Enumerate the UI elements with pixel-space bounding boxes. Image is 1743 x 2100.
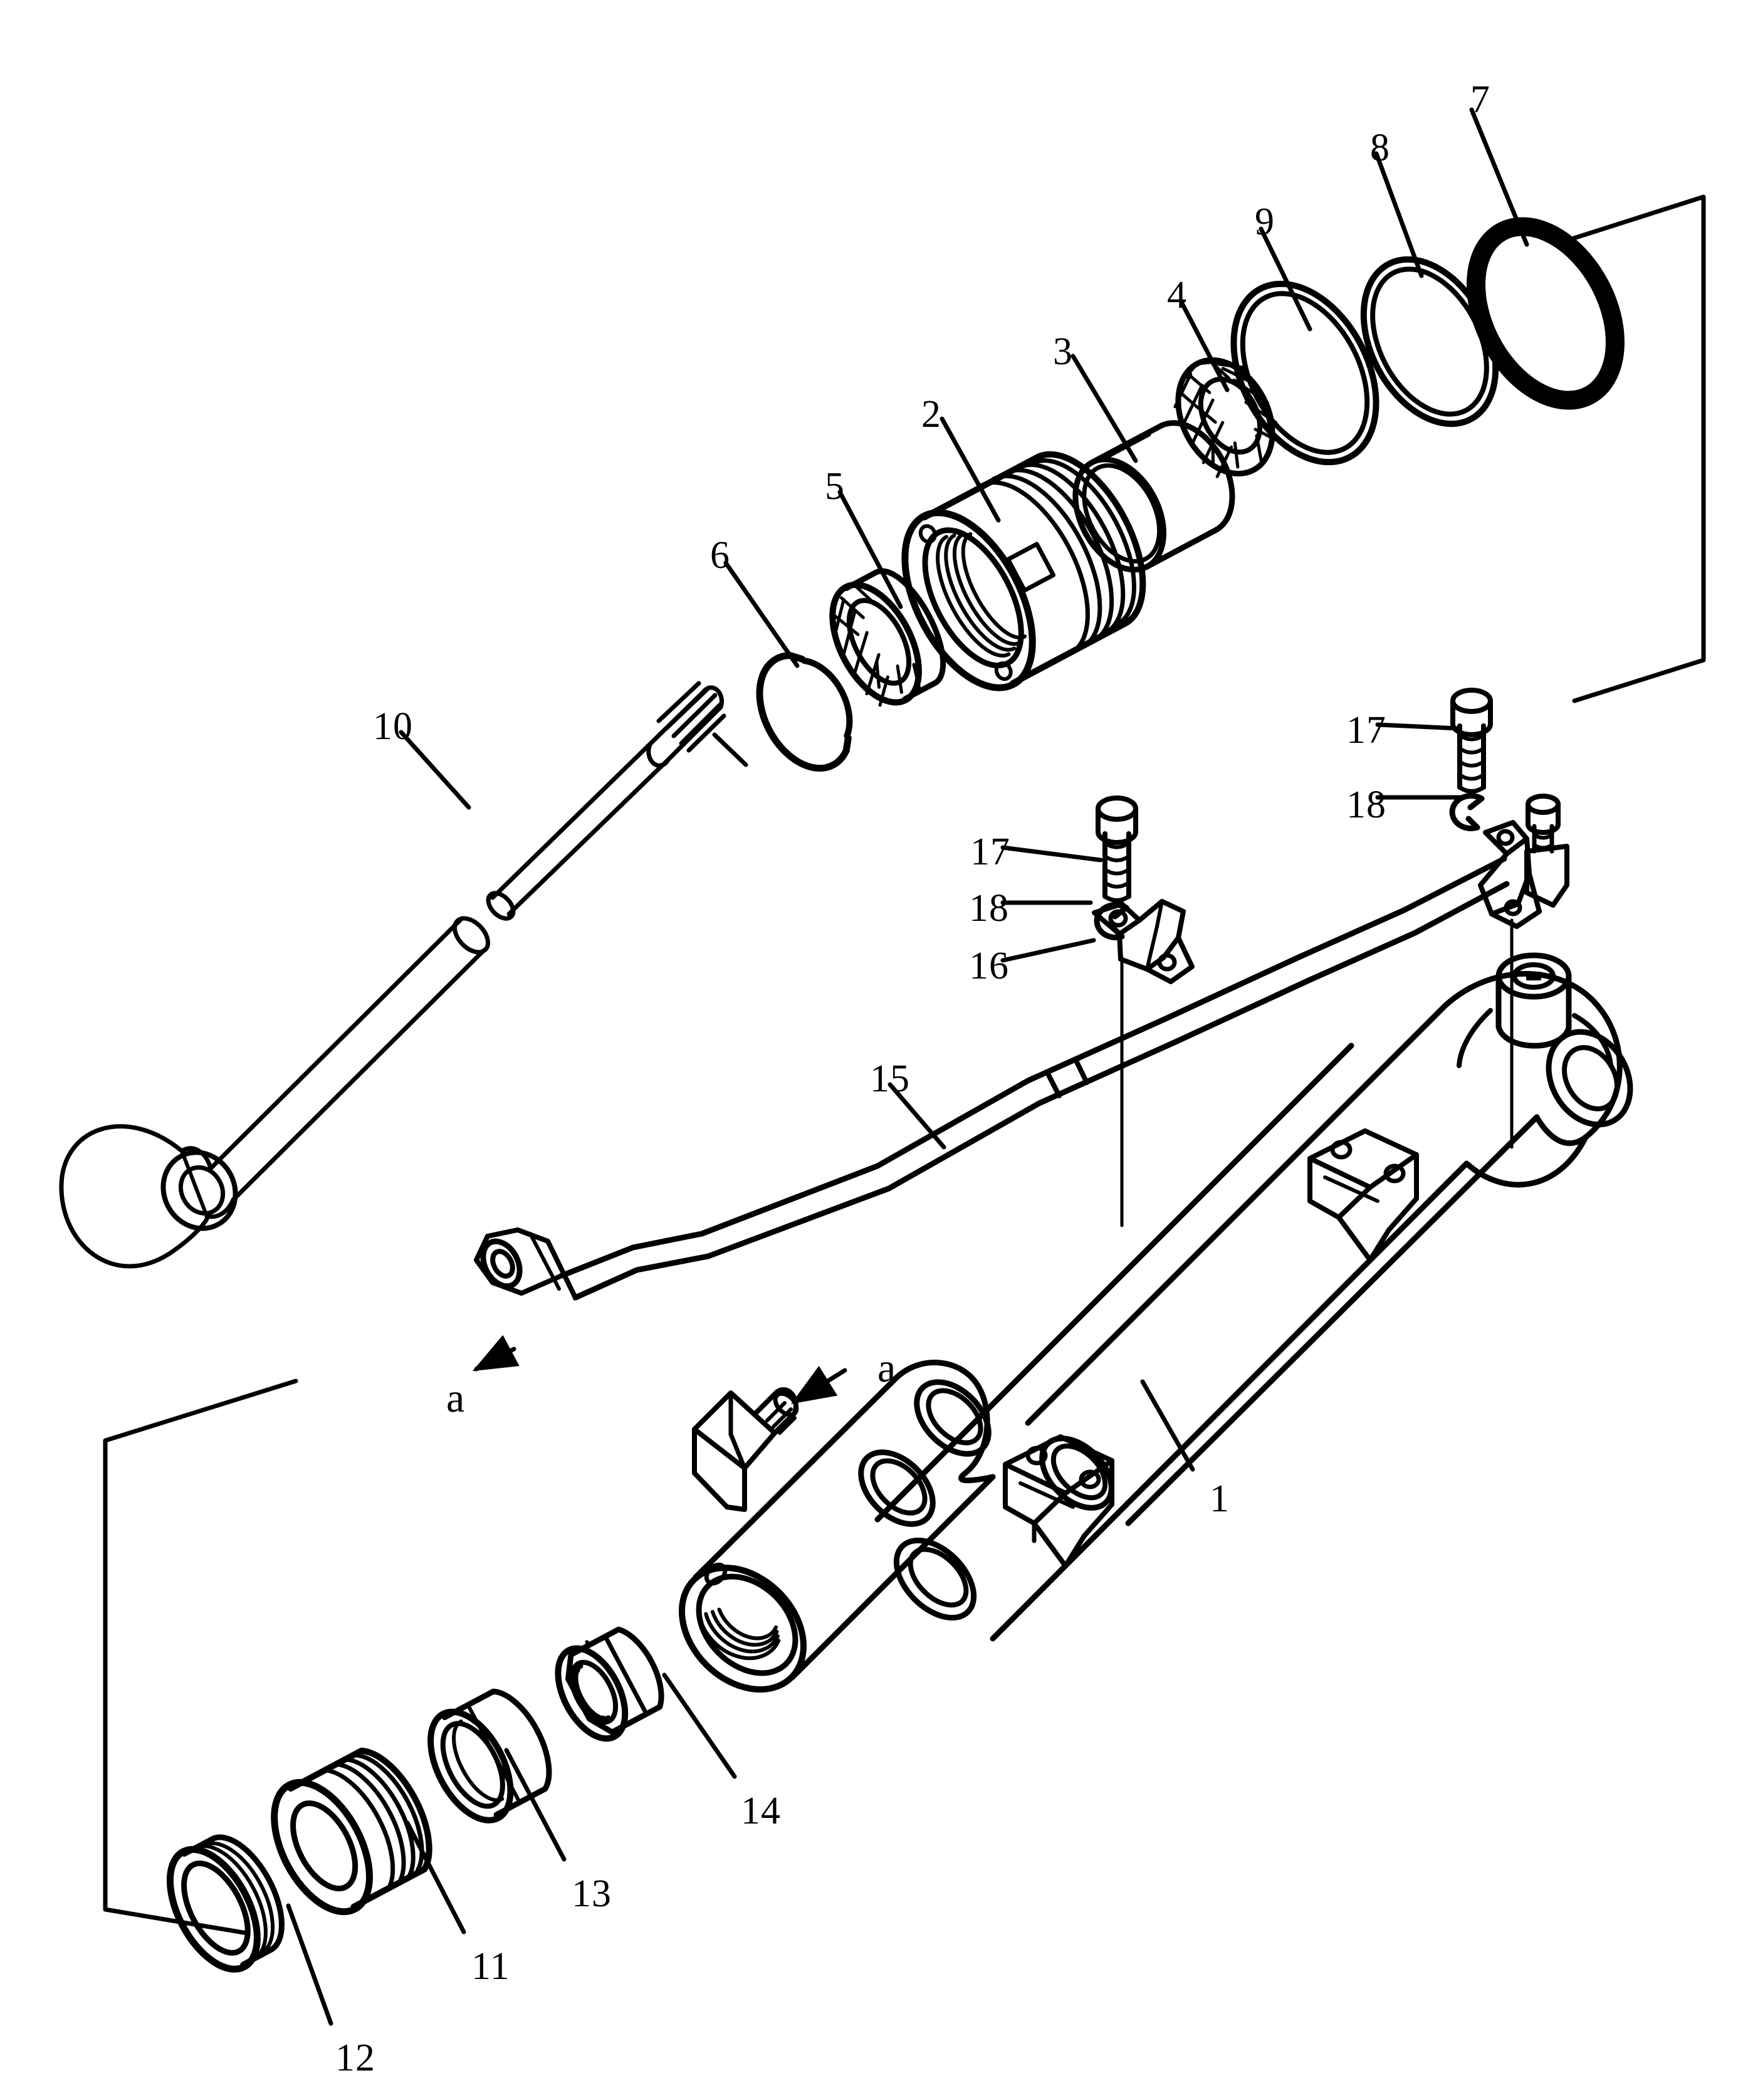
part-6-snap-ring <box>756 652 853 772</box>
callout-1: 1 <box>1210 1478 1230 1520</box>
callout-8: 8 <box>1370 127 1390 169</box>
part-14-piston-lock-nut <box>555 1626 664 1742</box>
part-17-clamp-bolt-right <box>1450 688 1493 794</box>
part-18-lock-washer-left <box>1094 901 1129 940</box>
section-marker-a-left: a <box>446 1375 465 1421</box>
callout-6: 6 <box>710 534 730 577</box>
part-12-piston-seal-ring <box>166 1834 285 1973</box>
group-frame-bottom-left <box>103 1378 298 1936</box>
part-8-o-ring-medium <box>1360 256 1499 428</box>
part-10-piston-rod <box>59 681 748 1269</box>
part-9-o-ring-backup <box>1230 280 1379 466</box>
part-15-hydraulic-tube-line <box>474 856 1510 1301</box>
callout-17-right: 17 <box>1346 709 1386 752</box>
callout-5: 5 <box>825 465 845 508</box>
part-1-cylinder-tube <box>874 952 1633 1642</box>
part-3-rod-bushing <box>1072 420 1235 573</box>
part-5-rod-seal-ring <box>829 568 946 707</box>
callout-2: 2 <box>921 393 941 436</box>
callout-12: 12 <box>335 2037 375 2079</box>
callout-14: 14 <box>741 1790 781 1832</box>
part-17-clamp-bolt-left <box>1096 795 1138 903</box>
section-arrows <box>472 1335 847 1404</box>
callout-10: 10 <box>373 705 413 748</box>
callout-18-left: 18 <box>969 887 1009 930</box>
callout-16: 16 <box>969 945 1009 987</box>
cylinder-bottom-gland-section <box>678 1360 996 1693</box>
callout-13: 13 <box>572 1872 612 1915</box>
callout-17-left: 17 <box>970 831 1010 873</box>
callout-15: 15 <box>870 1058 910 1100</box>
part-4-rod-backup-ring <box>1173 357 1282 478</box>
part-18-lock-washer-right <box>1449 792 1485 831</box>
callout-11: 11 <box>471 1945 510 1988</box>
part-13-piston-spacer-ring <box>427 1688 552 1824</box>
part-2-cylinder-head-gland-nut <box>901 451 1146 691</box>
callout-18-right: 18 <box>1346 784 1386 826</box>
callout-3: 3 <box>1053 330 1073 373</box>
callout-4: 4 <box>1167 274 1187 317</box>
callout-7: 7 <box>1470 78 1490 121</box>
assembled-tube-clamp-right <box>1478 794 1569 929</box>
part-16-tube-clamp-bracket <box>1092 899 1195 984</box>
group-frame-top-right <box>1569 194 1706 703</box>
callout-leader-lines <box>286 107 1529 2026</box>
callout-9: 9 <box>1255 201 1275 243</box>
part-11-piston <box>271 1747 432 1916</box>
section-marker-a-right: a <box>877 1345 896 1391</box>
